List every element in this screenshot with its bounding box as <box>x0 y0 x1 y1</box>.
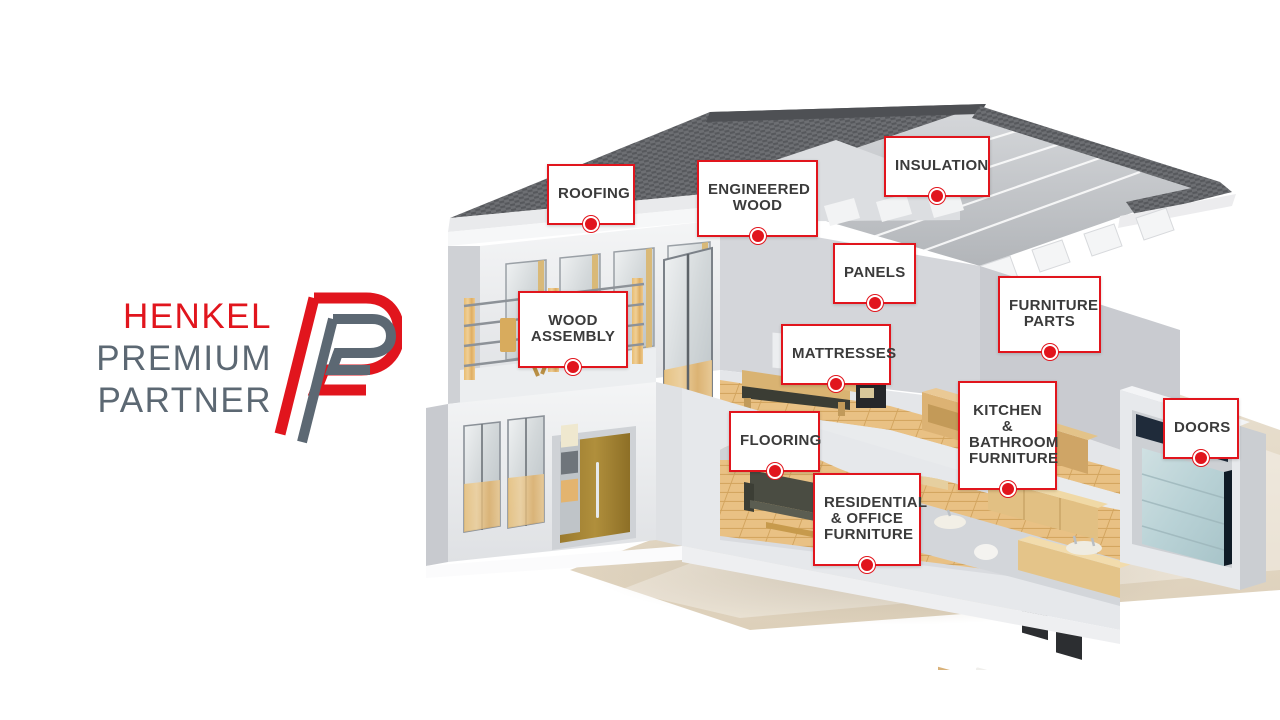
callout-dot-icon <box>1193 450 1209 466</box>
callout-label: WOOD ASSEMBLY <box>530 312 616 345</box>
bath-kitchen <box>910 474 1132 670</box>
callout-residential-office-furniture[interactable]: RESIDENTIAL & OFFICE FURNITURE <box>813 473 927 573</box>
callout-roofing[interactable]: ROOFING <box>547 164 635 232</box>
entrance-door <box>552 423 636 550</box>
callout-dot-icon <box>999 481 1016 497</box>
callout-label: FURNITURE PARTS <box>1009 297 1099 330</box>
base <box>426 546 1120 644</box>
callout-label: INSULATION <box>895 157 989 174</box>
callout-dot-icon <box>929 188 945 204</box>
callout-dot-icon <box>749 228 766 244</box>
logo-p-monogram-icon <box>262 286 402 446</box>
bed <box>742 366 886 416</box>
callout-dot-icon <box>565 359 581 375</box>
callout-engineered-wood[interactable]: ENGINEERED WOOD <box>697 160 818 244</box>
callout-label: ROOFING <box>558 185 631 202</box>
logo-line-henkel: HENKEL <box>122 297 272 336</box>
callout-label: KITCHEN & BATHROOM FURNITURE <box>969 402 1059 467</box>
callout-label: PANELS <box>844 264 906 281</box>
callout-kitchen-bathroom-furniture[interactable]: KITCHEN & BATHROOM FURNITURE <box>958 381 1059 497</box>
callout-dot-icon <box>766 463 783 479</box>
callout-flooring[interactable]: FLOORING <box>729 411 822 479</box>
callout-label: ENGINEERED WOOD <box>708 181 811 214</box>
logo-line-premium: PREMIUM <box>96 339 272 378</box>
callout-dot-icon <box>859 557 875 573</box>
callout-doors[interactable]: DOORS <box>1163 398 1239 466</box>
callout-label: MATTRESSES <box>792 345 897 362</box>
callout-panels[interactable]: PANELS <box>833 243 916 311</box>
callout-label: RESIDENTIAL & OFFICE FURNITURE <box>824 494 928 543</box>
callout-dot-icon <box>866 295 883 311</box>
callout-furniture-parts[interactable]: FURNITURE PARTS <box>998 276 1101 360</box>
logo-line-partner: PARTNER <box>97 381 272 420</box>
callout-dot-icon <box>583 216 599 232</box>
callout-mattresses[interactable]: MATTRESSES <box>781 324 896 392</box>
callout-insulation[interactable]: INSULATION <box>884 136 990 204</box>
callout-dot-icon <box>828 376 844 392</box>
callout-label: DOORS <box>1174 419 1231 436</box>
henkel-premium-partner-logo: HENKEL PREMIUM PARTNER <box>86 292 406 444</box>
callout-dot-icon <box>1041 344 1058 360</box>
callout-label: FLOORING <box>740 432 822 449</box>
callout-wood-assembly[interactable]: WOOD ASSEMBLY <box>518 291 628 375</box>
logo-wordmark: HENKEL PREMIUM PARTNER <box>86 294 272 434</box>
